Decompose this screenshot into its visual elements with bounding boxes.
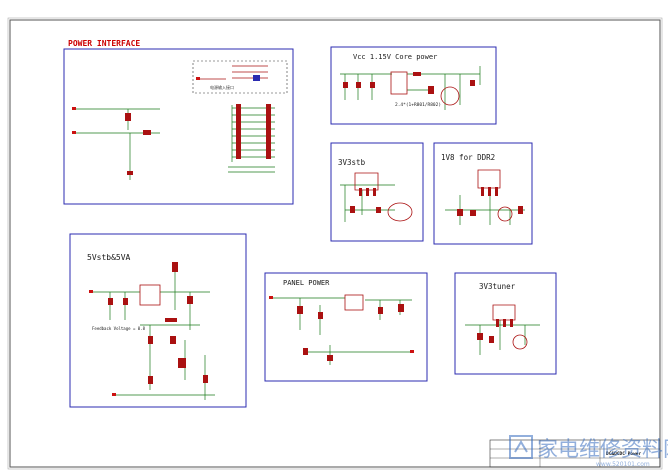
- block-title: POWER INTERFACE: [68, 39, 140, 48]
- feedback-note: Feedback Voltage = 0.8: [92, 326, 146, 331]
- block-5vstb-5va: 5Vstb&5VA Feedback Voltage = 0.8: [69, 233, 247, 408]
- mosfet-part: [497, 206, 513, 222]
- watermark-text: 家电维修资料网: [537, 437, 668, 461]
- block-3v3stb: 3V3stb: [330, 142, 424, 242]
- mosfet-part: [512, 334, 528, 350]
- drawing-frame-outer: [7, 17, 663, 470]
- block-frame: [63, 48, 294, 205]
- logo-mark: [509, 435, 533, 459]
- dcdc-ic: [139, 284, 161, 306]
- block-title: 5Vstb&5VA: [87, 253, 131, 262]
- block-frame: [69, 233, 247, 408]
- ldo-ic: [477, 169, 501, 189]
- load-switch-ic: [344, 294, 364, 311]
- block-frame: [330, 142, 424, 242]
- block-title: 1V8 for DDR2: [441, 153, 495, 162]
- feedback-formula: 2.4*(1+R801/R802): [395, 102, 441, 108]
- block-title: 3V3stb: [338, 158, 366, 167]
- block-1v8-ddr2: 1V8 for DDR2: [433, 142, 533, 245]
- block-frame: [433, 142, 533, 245]
- fuse-part: [253, 75, 260, 81]
- block-title: 3V3tuner: [479, 282, 516, 291]
- watermark: 家电维修资料网 www.520101.com: [509, 435, 668, 468]
- block-frame: [454, 272, 557, 375]
- output-mark: [387, 202, 413, 222]
- block-title: PANEL POWER: [283, 279, 330, 287]
- block-panel-power: PANEL POWER: [264, 272, 428, 382]
- ldo-ic: [492, 304, 516, 321]
- watermark-url: www.520101.com: [596, 461, 650, 468]
- drawing-frame: [9, 19, 661, 468]
- block-frame: [264, 272, 428, 382]
- regulator-ic: [390, 71, 408, 95]
- block-3v3tuner: 3V3tuner: [454, 272, 557, 375]
- connector-inset: [192, 60, 288, 94]
- sheet-name: DC&DCDC Power: [606, 451, 642, 457]
- ldo-ic: [354, 172, 379, 191]
- block-title: Vcc 1.15V Core power: [353, 53, 437, 61]
- inset-label: 电源输入接口: [210, 84, 234, 90]
- block-frame: [330, 46, 497, 125]
- mosfet-part: [440, 86, 460, 106]
- block-power-interface: POWER INTERFACE 电源输入接口: [63, 39, 294, 205]
- block-vcc-core-power: Vcc 1.15V Core power 2.4*(1+R801/R802): [330, 46, 497, 125]
